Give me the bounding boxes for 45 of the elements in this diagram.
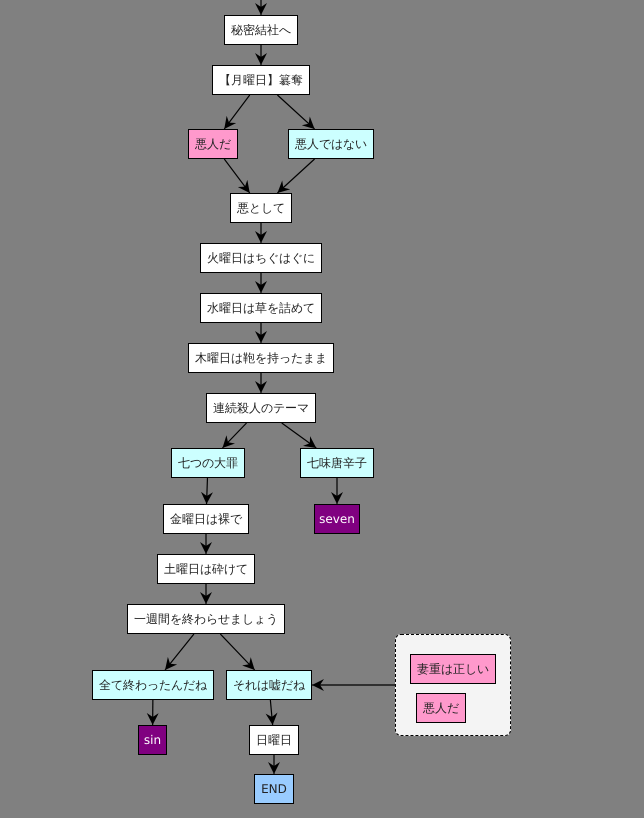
process-box: 全て終わったんだね (92, 670, 214, 700)
arrow (255, 323, 267, 343)
arrow (312, 679, 395, 691)
arrow (277, 94, 315, 130)
process-box: 火曜日はちぐはぐに (200, 243, 322, 273)
arrow (200, 478, 213, 504)
process-box: 悪人ではない (288, 129, 374, 159)
process-box: sin (138, 725, 167, 755)
arrow (255, 373, 267, 393)
process-box: 悪人だ (188, 129, 238, 159)
process-box: 土曜日は砕けて (157, 554, 255, 584)
arrow (200, 534, 212, 554)
group-box (395, 634, 511, 736)
process-box: 日曜日 (249, 725, 299, 755)
process-box: 七つの大罪 (171, 448, 245, 478)
process-box: 【月曜日】簒奪 (212, 65, 310, 95)
arrow (255, 0, 267, 15)
process-box: それは嘘だね (226, 670, 312, 700)
arrow (255, 223, 267, 243)
arrow (220, 634, 256, 670)
process-box: END (254, 774, 294, 804)
process-box: 悪として (230, 193, 292, 223)
process-box: 連続殺人のテーマ (206, 393, 316, 423)
arrow (146, 700, 159, 725)
arrow (277, 158, 315, 194)
process-box: seven (314, 504, 360, 534)
arrow (164, 634, 194, 670)
arrow (200, 584, 212, 604)
arrow (255, 45, 267, 65)
arrow (266, 700, 278, 726)
process-box: 秘密結社へ (224, 15, 298, 45)
arrow (224, 94, 250, 130)
arrow (281, 422, 317, 448)
process-box: 水曜日は草を詰めて (200, 293, 322, 323)
arrow (268, 755, 280, 774)
process-box: 悪人だ (416, 693, 466, 723)
process-box: 金曜日は裸で (163, 504, 249, 534)
process-box: 一週間を終わらせましょう (127, 604, 285, 634)
arrow (224, 158, 250, 194)
arrow (331, 478, 343, 504)
arrow (222, 422, 247, 448)
process-box: 木曜日は鞄を持ったまま (188, 343, 334, 373)
process-box: 妻重は正しい (410, 654, 496, 684)
arrow (255, 273, 267, 293)
process-box: 七味唐辛子 (300, 448, 374, 478)
